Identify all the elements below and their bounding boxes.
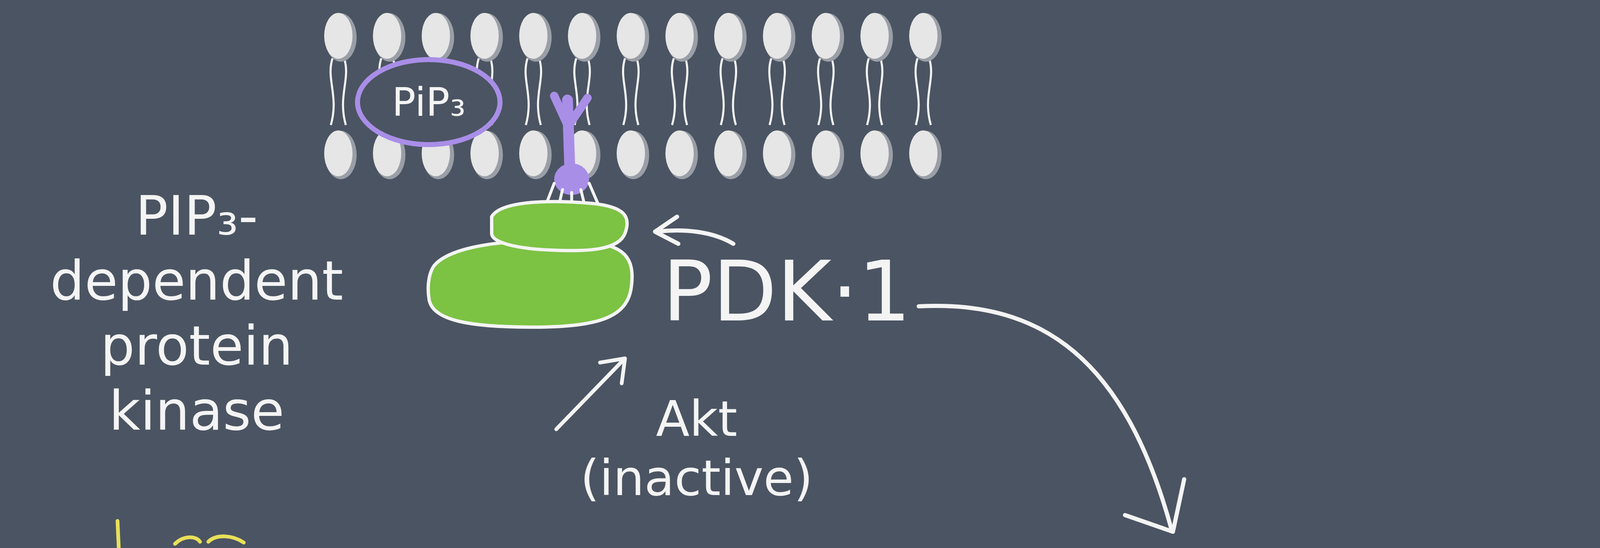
lipid-head [860, 130, 889, 177]
akt-protein [428, 201, 633, 328]
lipid-head [909, 12, 938, 59]
lipid-head [860, 12, 889, 59]
lipid-head [324, 12, 353, 59]
lipid-head [811, 12, 840, 59]
lipid-tail [769, 58, 785, 125]
curved-arrow [918, 305, 1185, 532]
lipid-tail [817, 58, 834, 125]
lipid-head [519, 12, 548, 59]
kinase-name: PDK·1 [662, 241, 912, 342]
lipid-head [762, 12, 792, 59]
lipid-head [909, 130, 938, 177]
lipid-head [616, 12, 645, 59]
protein-label: Akt (inactive) [568, 389, 825, 508]
leader-arrow [556, 358, 625, 430]
pointer-arrow [655, 216, 734, 244]
lipid-head [324, 130, 353, 177]
lipid-head [665, 130, 694, 177]
lipid-head [421, 12, 450, 59]
lipid-ellipse: PiP₃ [354, 56, 504, 148]
node-text: PiP₃ [392, 79, 466, 125]
protein-name: PIP₃- dependent protein kinase [12, 183, 381, 444]
lipid-head [567, 12, 597, 59]
lipid-tail [671, 58, 688, 125]
lipid-tail [915, 58, 931, 125]
lipid-head [714, 130, 743, 177]
lipid-tail [525, 58, 541, 125]
cut-off-writing [117, 520, 244, 548]
lipid-head [762, 130, 792, 177]
lipid-bilayer [324, 12, 942, 180]
lipid-head [811, 130, 840, 177]
lipid-head [470, 12, 499, 59]
lipid-tail [622, 58, 639, 125]
lipid-tail [866, 58, 883, 125]
lipid-head [714, 12, 743, 59]
lipid-tail [330, 58, 346, 125]
lipid-head [372, 12, 402, 59]
lipid-tail [720, 58, 736, 125]
ellipse-shape [357, 59, 500, 145]
lipid-head [665, 12, 694, 59]
lipid-head [616, 130, 645, 177]
lipid-head [519, 130, 548, 177]
